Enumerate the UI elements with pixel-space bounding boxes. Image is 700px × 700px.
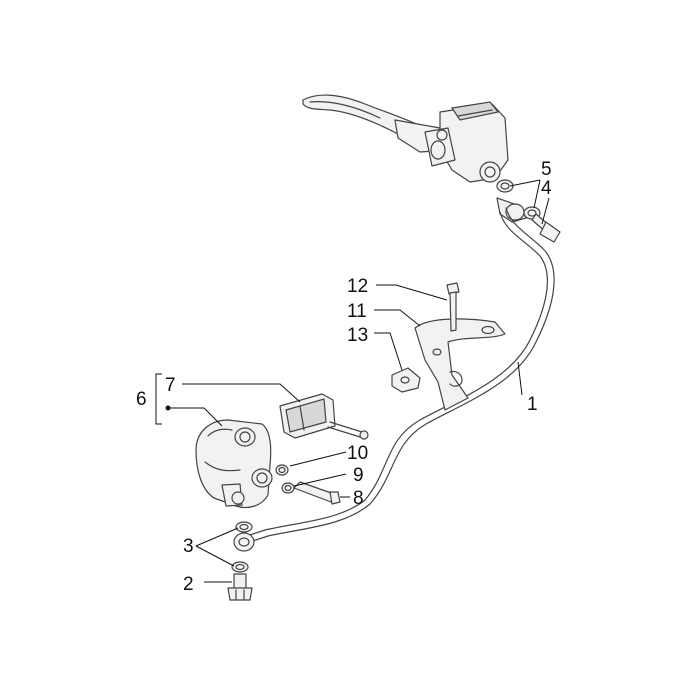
callout-8: 8 — [353, 488, 364, 509]
callout-12: 12 — [347, 276, 368, 297]
part-8-bolt — [293, 481, 341, 505]
callout-5: 5 — [541, 159, 552, 180]
part-7-brake-pads — [279, 393, 336, 439]
part-2-banjo-bolt — [227, 573, 253, 601]
callout-13: 13 — [347, 325, 368, 346]
leader-lines — [155, 179, 550, 583]
callout-4: 4 — [541, 178, 552, 199]
callout-labels: 1 2 3 4 5 6 7 8 9 10 11 12 13 — [136, 159, 552, 595]
part-1-brake-hose — [233, 197, 555, 552]
callout-3: 3 — [183, 536, 194, 557]
callout-6: 6 — [136, 389, 147, 410]
part-6-brake-caliper — [195, 419, 273, 509]
part-12-bolt — [446, 282, 460, 332]
part-6-assembly-dot — [165, 405, 171, 411]
callout-7: 7 — [165, 375, 176, 396]
callout-11: 11 — [347, 301, 367, 322]
callout-2: 2 — [183, 574, 194, 595]
brake-lever-master-cylinder — [302, 94, 509, 183]
callout-9: 9 — [353, 465, 364, 486]
part-5-washers — [496, 179, 541, 220]
part-10-washer — [275, 464, 289, 476]
part-9-washer — [281, 482, 295, 494]
part-13-clip-nut — [391, 367, 421, 393]
callout-10: 10 — [347, 443, 368, 464]
part-4-banjo-bolt — [531, 213, 561, 243]
part-3-washers — [231, 521, 253, 573]
pad-pin — [327, 421, 369, 440]
callout-1: 1 — [527, 394, 538, 415]
part-11-hose-guide — [414, 318, 506, 411]
